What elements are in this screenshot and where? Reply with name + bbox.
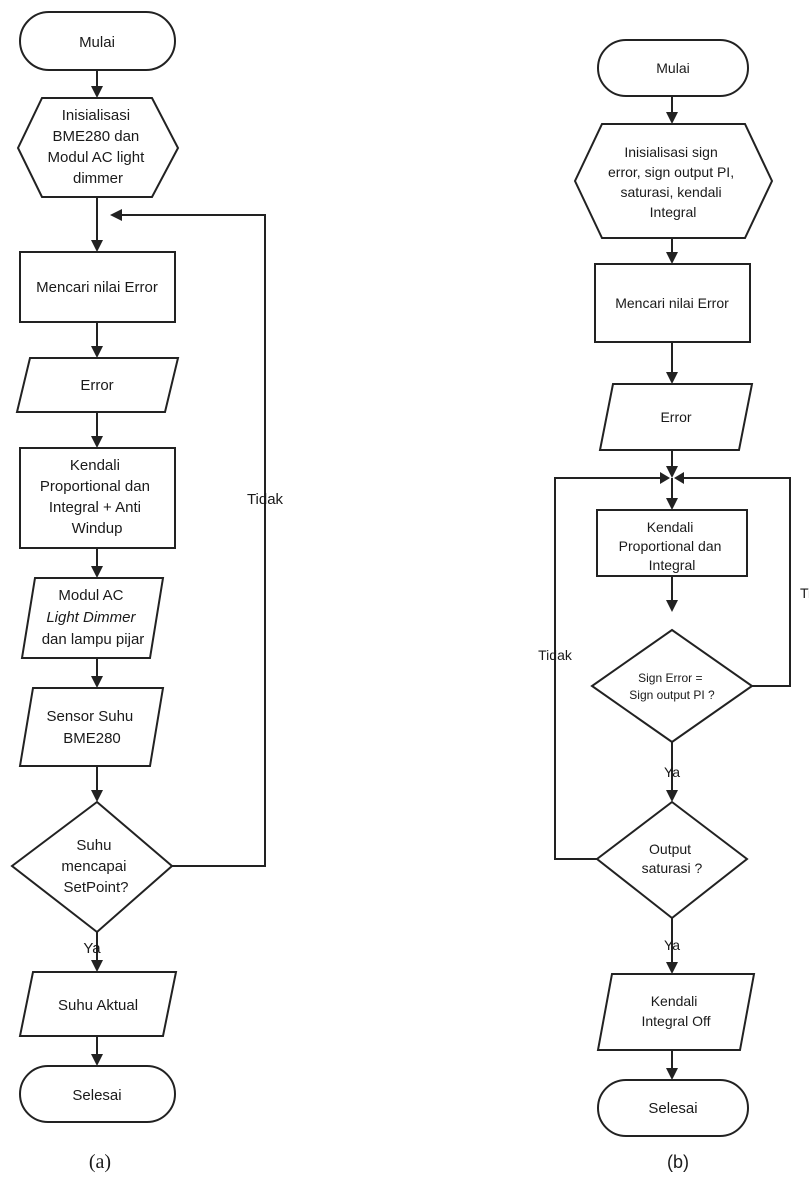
actual-temperature-label: Suhu Aktual <box>58 997 138 1014</box>
flowchart-a: Mulai Inisialisasi BME280 dan Modul AC l… <box>10 11 284 1173</box>
sign-decision-label: Sign Error = Sign output PI ? <box>629 671 715 702</box>
arrowhead <box>666 498 678 510</box>
init-label: Inisialisasi BME280 dan Modul AC light d… <box>48 107 149 187</box>
no-label-outer: Tidak <box>538 647 573 663</box>
arrowhead <box>666 1068 678 1080</box>
find-error-label: Mencari nilai Error <box>615 295 729 311</box>
arrowhead <box>660 472 670 484</box>
sensor-io <box>18 687 165 767</box>
arrowhead <box>666 112 678 124</box>
arrowhead <box>666 252 678 264</box>
init-hexagon <box>16 97 180 198</box>
arrowhead <box>674 472 684 484</box>
arrowhead <box>91 436 103 448</box>
yes-label-saturation: Ya <box>664 937 680 953</box>
arrowhead <box>91 1054 103 1066</box>
start-label: Mulai <box>79 34 115 51</box>
error-io <box>598 383 754 451</box>
control-label: Kendali Proportional dan Integral + Anti… <box>40 457 154 537</box>
end-label: Selesai <box>648 1100 697 1117</box>
find-error-label: Mencari nilai Error <box>36 279 158 296</box>
start-label: Mulai <box>656 60 689 76</box>
arrowhead <box>91 960 103 972</box>
arrowhead <box>110 209 122 221</box>
module-label: Modul AC Light Dimmer dan lampu pijar <box>42 587 145 648</box>
control-process <box>596 509 748 577</box>
control-process <box>19 447 176 549</box>
no-label-inner: Tidak <box>800 585 809 601</box>
arrowhead <box>91 676 103 688</box>
arrowhead <box>91 240 103 252</box>
no-label: Tidak <box>247 491 284 508</box>
arrowhead <box>91 86 103 98</box>
saturation-decision-label: Output saturasi ? <box>642 841 703 876</box>
integral-off-label: Kendali Integral Off <box>641 993 710 1029</box>
start-terminal <box>19 11 176 71</box>
sensor-label: Sensor Suhu BME280 <box>47 708 138 747</box>
caption-b: (b) <box>667 1152 689 1172</box>
inner-loop-connector <box>684 477 791 687</box>
arrowhead <box>666 466 678 478</box>
yes-label-sign: Ya <box>664 764 680 780</box>
end-label: Selesai <box>72 1087 121 1104</box>
setpoint-decision-label: Suhu mencapai SetPoint? <box>61 837 130 896</box>
end-terminal <box>597 1079 749 1137</box>
arrowhead <box>666 962 678 974</box>
arrowhead <box>666 790 678 802</box>
flowchart-b: Mulai Inisialisasi sign error, sign outp… <box>538 39 809 1172</box>
arrowhead <box>666 372 678 384</box>
module-io <box>20 577 165 659</box>
start-terminal <box>597 39 749 97</box>
integral-off-io <box>596 973 756 1051</box>
caption-a: (a) <box>89 1151 111 1173</box>
arrowhead <box>91 790 103 802</box>
yes-label: Ya <box>83 940 101 957</box>
setpoint-decision <box>10 800 174 934</box>
init-hexagon <box>573 123 774 239</box>
error-label: Error <box>80 377 113 394</box>
control-label: Kendali Proportional dan Integral <box>619 519 726 573</box>
error-io <box>15 357 180 413</box>
loop-back-connector <box>122 214 266 867</box>
arrowhead <box>666 600 678 612</box>
init-label: Inisialisasi sign error, sign output PI,… <box>608 144 738 220</box>
flowchart-b-connectors <box>554 96 791 1080</box>
saturation-decision <box>595 800 749 920</box>
actual-temperature-io <box>18 971 178 1037</box>
error-label: Error <box>660 409 691 425</box>
outer-loop-connector <box>554 477 660 860</box>
find-error-process <box>594 263 751 343</box>
sign-decision <box>590 628 754 744</box>
arrowhead <box>91 566 103 578</box>
end-terminal <box>19 1065 176 1123</box>
find-error-process <box>19 251 176 323</box>
arrowhead <box>91 346 103 358</box>
flowchart-a-connectors <box>91 70 266 1066</box>
